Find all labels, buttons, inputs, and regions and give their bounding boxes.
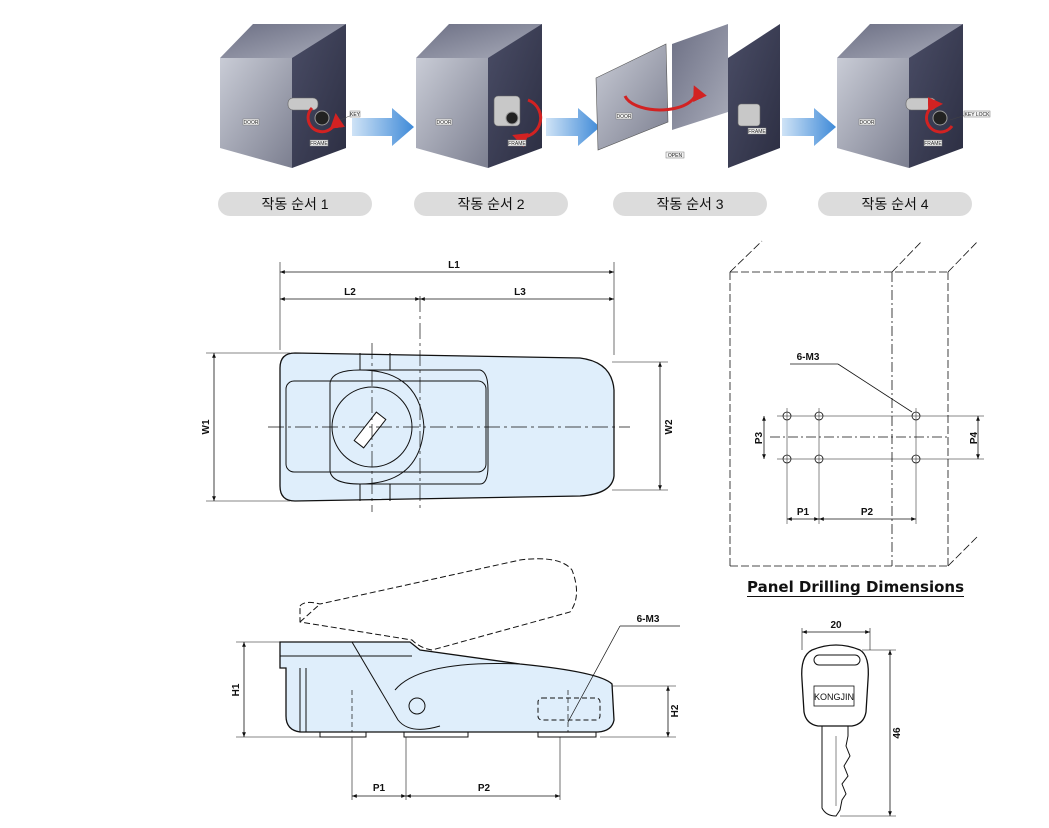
flow-arrow-1 bbox=[352, 108, 414, 146]
svg-text:KEY LOCK: KEY LOCK bbox=[965, 112, 991, 118]
top-view-drawing bbox=[206, 262, 668, 512]
key-tag bbox=[349, 110, 361, 118]
svg-text:DOOR: DOOR bbox=[617, 114, 632, 120]
svg-text:OPEN: OPEN bbox=[668, 153, 683, 159]
panel-thread-label: 6-M3 bbox=[797, 352, 820, 363]
dim-L1: L1 bbox=[448, 260, 460, 271]
step-label-2: 작동 순서 2 bbox=[414, 192, 568, 216]
panel-dim-P3: P3 bbox=[754, 431, 765, 444]
step-4-illustration: DOOR FRAME KEY LOCK bbox=[837, 24, 991, 168]
step-label-1: 작동 순서 1 bbox=[218, 192, 372, 216]
frame-tag bbox=[309, 139, 329, 147]
step-2-illustration: DOOR FRAME bbox=[416, 24, 543, 168]
door-tag-3 bbox=[615, 112, 633, 120]
key-brand-label: KONGJIN bbox=[814, 692, 854, 702]
panel-dim-P4: P4 bbox=[969, 431, 980, 444]
svg-text:KEY: KEY bbox=[350, 112, 361, 118]
panel-dim-P2: P2 bbox=[861, 507, 874, 518]
frame-tag-2 bbox=[507, 139, 527, 147]
door-tag bbox=[242, 118, 260, 126]
svg-text:DOOR: DOOR bbox=[860, 120, 875, 126]
svg-text:DOOR: DOOR bbox=[244, 120, 259, 126]
svg-text:FRAME: FRAME bbox=[924, 141, 942, 147]
svg-text:FRAME: FRAME bbox=[310, 141, 328, 147]
key-drawing bbox=[801, 628, 896, 817]
door-tag-2 bbox=[435, 118, 453, 126]
dim-W2: W2 bbox=[664, 419, 675, 434]
svg-text:DOOR: DOOR bbox=[437, 120, 452, 126]
key-length-dim: 46 bbox=[892, 727, 903, 739]
key-lock-tag bbox=[963, 110, 991, 118]
frame-tag-4 bbox=[923, 139, 943, 147]
panel-drilling-drawing bbox=[729, 240, 984, 567]
dim-L3: L3 bbox=[514, 287, 526, 298]
svg-text:FRAME: FRAME bbox=[508, 141, 526, 147]
dim-L2: L2 bbox=[344, 287, 356, 298]
side-dim-P1: P1 bbox=[373, 783, 386, 794]
flow-arrow-3 bbox=[782, 108, 836, 146]
dim-H1: H1 bbox=[231, 683, 242, 696]
dim-H2: H2 bbox=[670, 704, 681, 717]
open-tag bbox=[665, 151, 685, 159]
panel-dim-P1: P1 bbox=[797, 507, 810, 518]
key-width-dim: 20 bbox=[830, 620, 842, 631]
door-tag-4 bbox=[858, 118, 876, 126]
panel-drilling-caption: Panel Drilling Dimensions bbox=[747, 578, 965, 597]
flow-arrow-2 bbox=[546, 108, 600, 146]
step-3-illustration: DOOR FRAME OPEN bbox=[595, 24, 780, 168]
side-dim-P2: P2 bbox=[478, 783, 491, 794]
step-label-3: 작동 순서 3 bbox=[613, 192, 767, 216]
step-label-4: 작동 순서 4 bbox=[818, 192, 972, 216]
side-thread-label: 6-M3 bbox=[637, 614, 660, 625]
svg-text:FRAME: FRAME bbox=[748, 129, 766, 135]
side-view-drawing bbox=[236, 558, 680, 800]
step-1-illustration: DOOR FRAME KEY bbox=[220, 24, 361, 168]
dim-W1: W1 bbox=[201, 419, 212, 434]
frame-tag-3 bbox=[747, 127, 767, 135]
